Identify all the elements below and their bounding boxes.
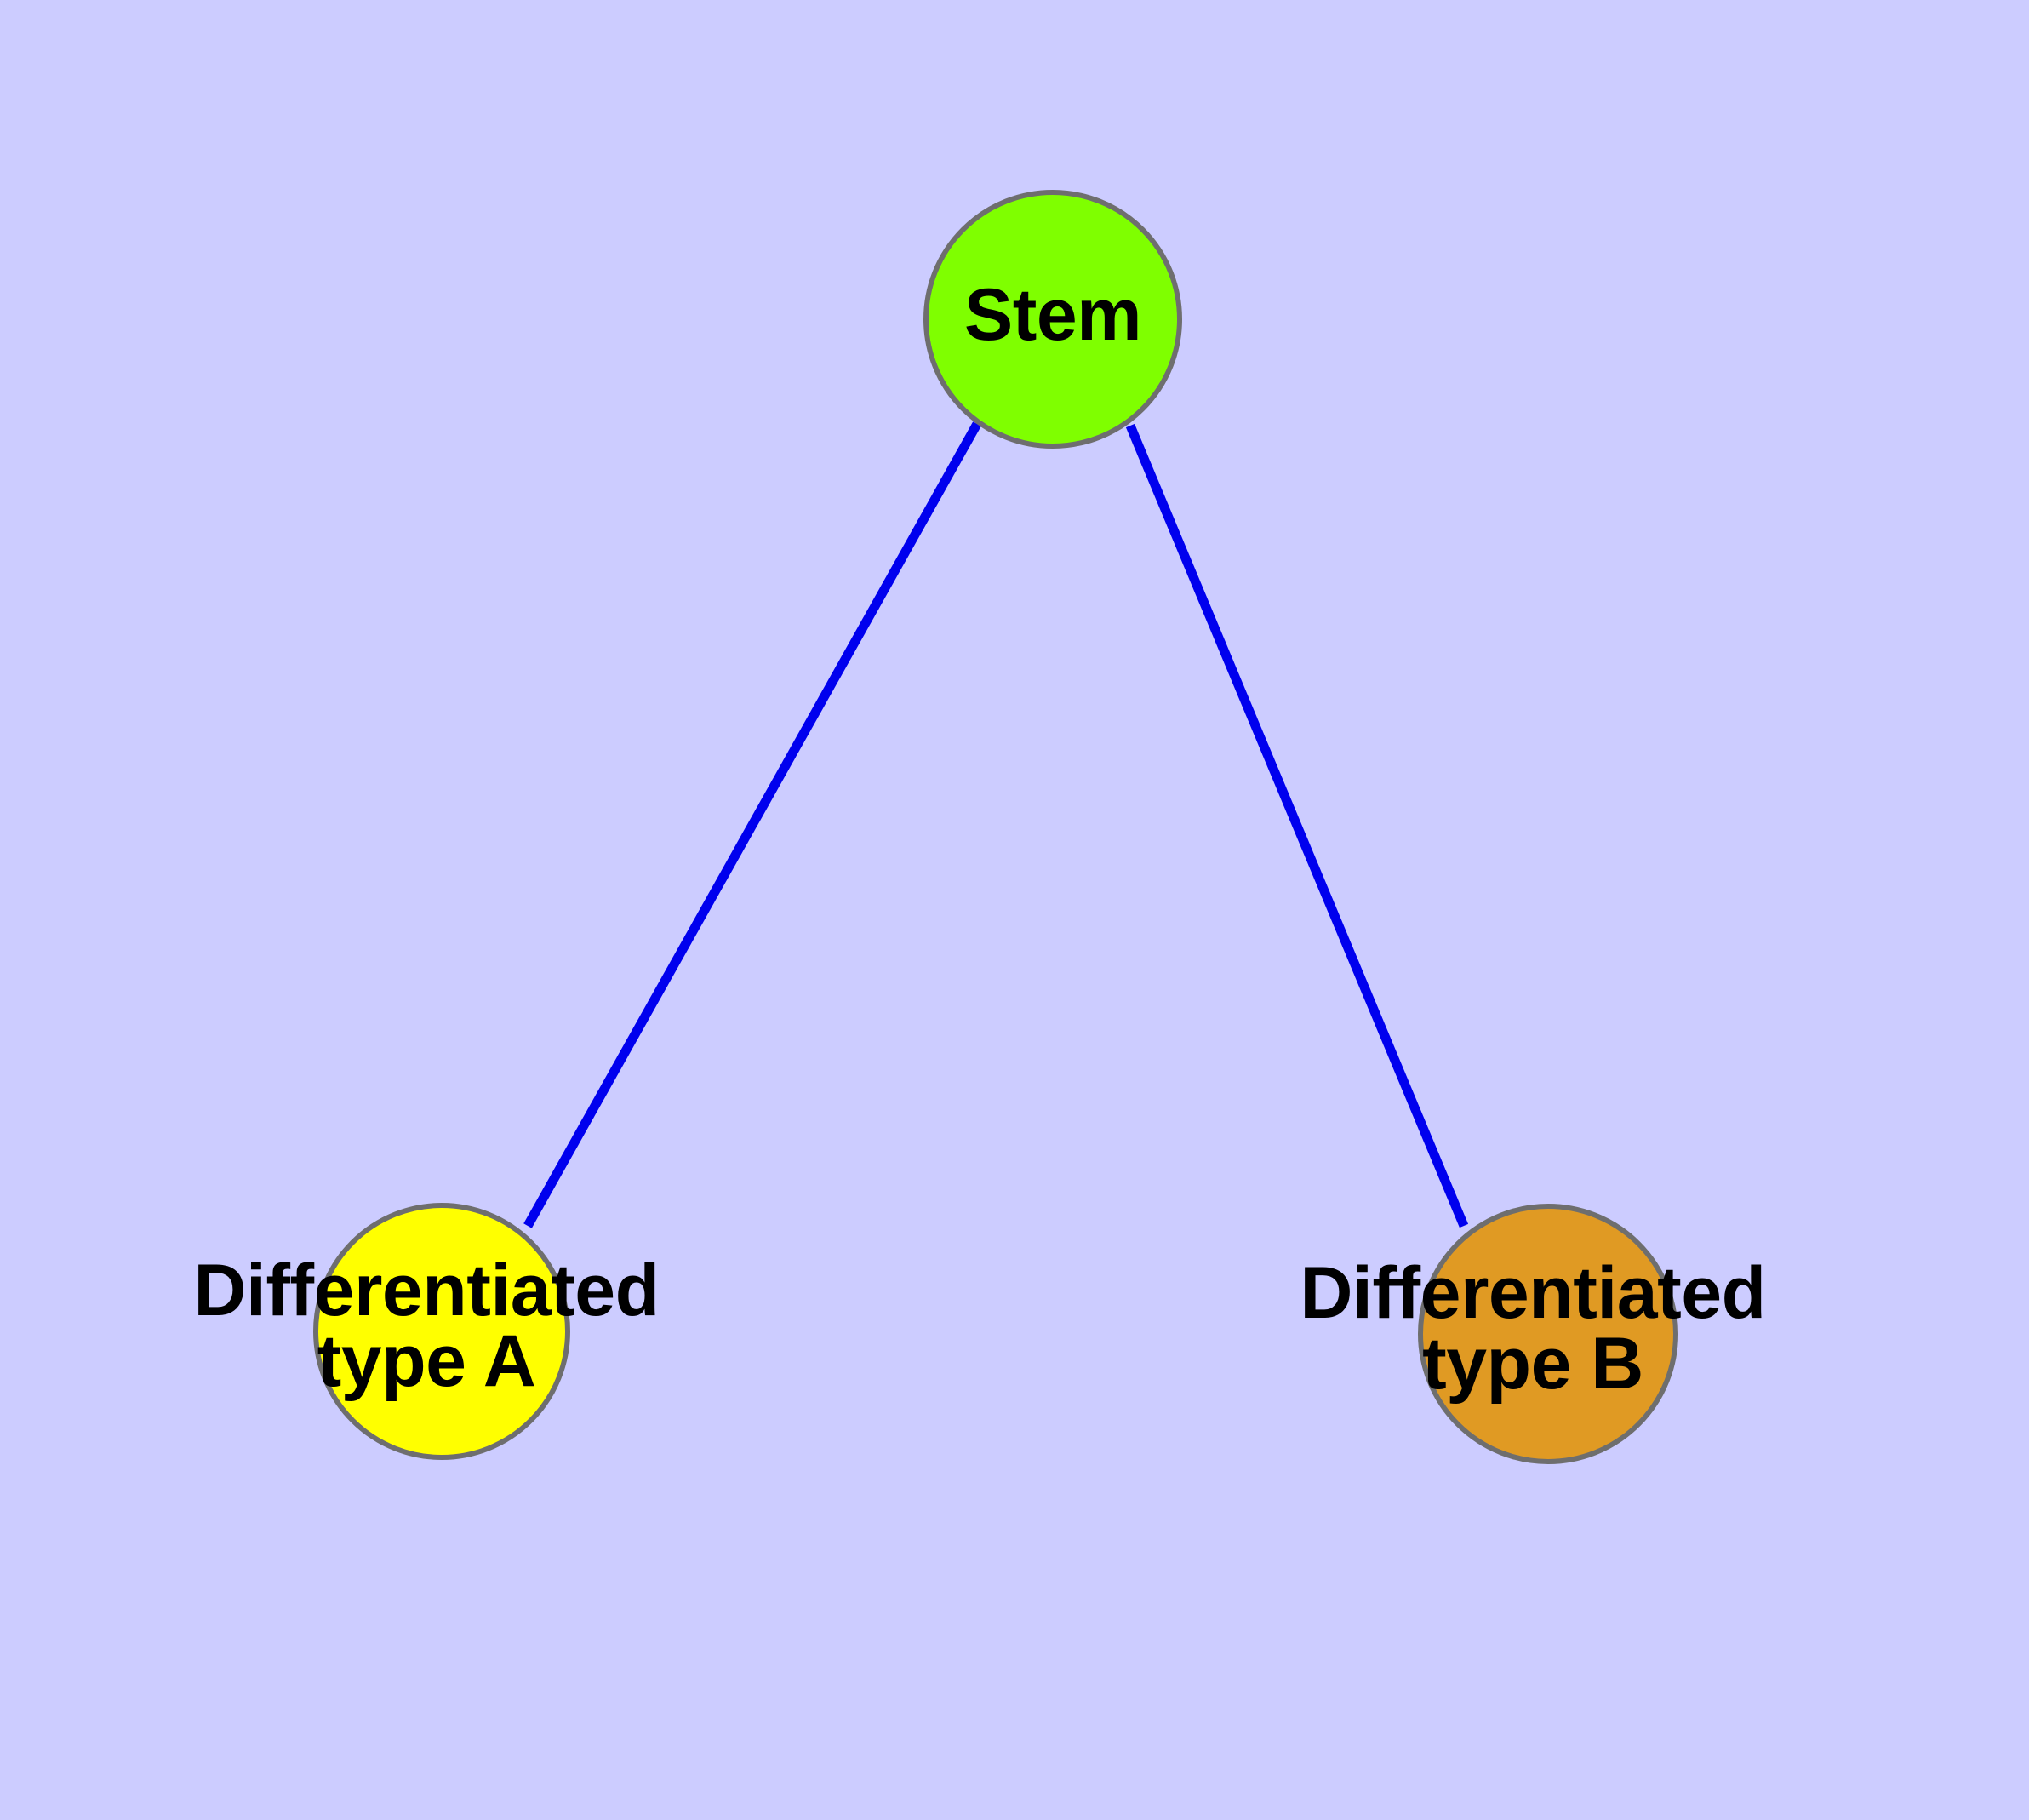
node-differentiated-type-a[interactable] xyxy=(313,1203,570,1460)
edge-stem-to-diff-b xyxy=(1125,423,1469,1228)
node-differentiated-type-b[interactable] xyxy=(1418,1204,1678,1464)
node-stem[interactable] xyxy=(923,190,1182,449)
edge-stem-to-diff-a xyxy=(523,421,981,1228)
